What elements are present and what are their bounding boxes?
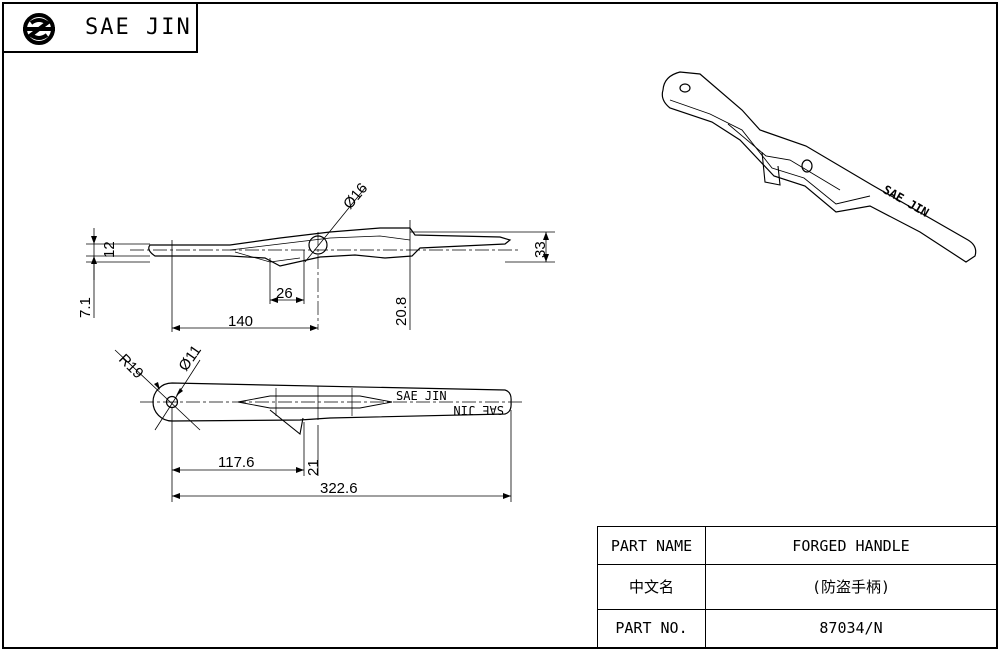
chinese-name-value: (防盗手柄) bbox=[705, 564, 997, 610]
dim-side-140: 140 bbox=[228, 313, 253, 330]
iso-tab bbox=[761, 151, 781, 186]
dim-top-hole-diameter: Ø11 bbox=[175, 342, 205, 374]
engraving-text-mirrored: SAE JIN bbox=[453, 403, 504, 417]
iso-body bbox=[661, 71, 977, 263]
chinese-name-label: 中文名 bbox=[597, 564, 706, 610]
side-body bbox=[148, 227, 512, 267]
side-dimension-lines bbox=[86, 187, 555, 332]
part-name-value: FORGED HANDLE bbox=[705, 525, 997, 566]
top-view bbox=[114, 349, 525, 502]
side-view bbox=[86, 187, 555, 332]
iso-ridge-2 bbox=[727, 123, 841, 191]
dim-top-radius: R19 bbox=[115, 351, 146, 382]
iso-hole-mid bbox=[801, 159, 813, 173]
title-row-chinese-name: 中文名 (防盗手柄) bbox=[597, 564, 997, 610]
iso-hole-end bbox=[679, 83, 691, 93]
side-arrowheads bbox=[91, 232, 549, 331]
top-body bbox=[152, 382, 512, 422]
part-name-label: PART NAME bbox=[597, 525, 706, 566]
dim-side-12: 12 bbox=[101, 241, 118, 258]
engraving-text: SAE JIN bbox=[396, 389, 447, 403]
sj-logo-icon bbox=[23, 13, 55, 45]
dim-top-117-6: 117.6 bbox=[218, 454, 254, 471]
dim-side-hole-diameter: Ø16 bbox=[340, 180, 371, 213]
brand-name: SAE JIN bbox=[85, 15, 192, 40]
iso-engraving: SAE JIN bbox=[881, 182, 932, 219]
dim-side-20-8: 20.8 bbox=[393, 297, 410, 326]
side-ridge bbox=[229, 235, 411, 251]
dim-side-7-1: 7.1 bbox=[77, 297, 94, 318]
dim-top-total: 322.6 bbox=[320, 480, 358, 497]
top-center-slot bbox=[237, 395, 393, 409]
top-tab bbox=[269, 409, 304, 436]
part-no-label: PART NO. bbox=[597, 608, 706, 649]
iso-ridge bbox=[669, 99, 871, 205]
top-arrowheads bbox=[154, 382, 511, 499]
dim-top-21: 21 bbox=[305, 459, 322, 476]
title-row-part-no: PART NO. 87034/N bbox=[597, 608, 997, 649]
top-dimension-lines bbox=[114, 349, 512, 502]
isometric-view bbox=[661, 71, 977, 263]
dim-side-33: 33 bbox=[532, 241, 549, 258]
title-block: PART NAME FORGED HANDLE 中文名 (防盗手柄) PART … bbox=[597, 525, 997, 649]
dim-side-26: 26 bbox=[276, 285, 293, 302]
title-row-part-name: PART NAME FORGED HANDLE bbox=[597, 525, 997, 566]
top-hole bbox=[165, 395, 179, 409]
brand-box: SAE JIN bbox=[3, 3, 198, 53]
part-no-value: 87034/N bbox=[705, 608, 997, 649]
